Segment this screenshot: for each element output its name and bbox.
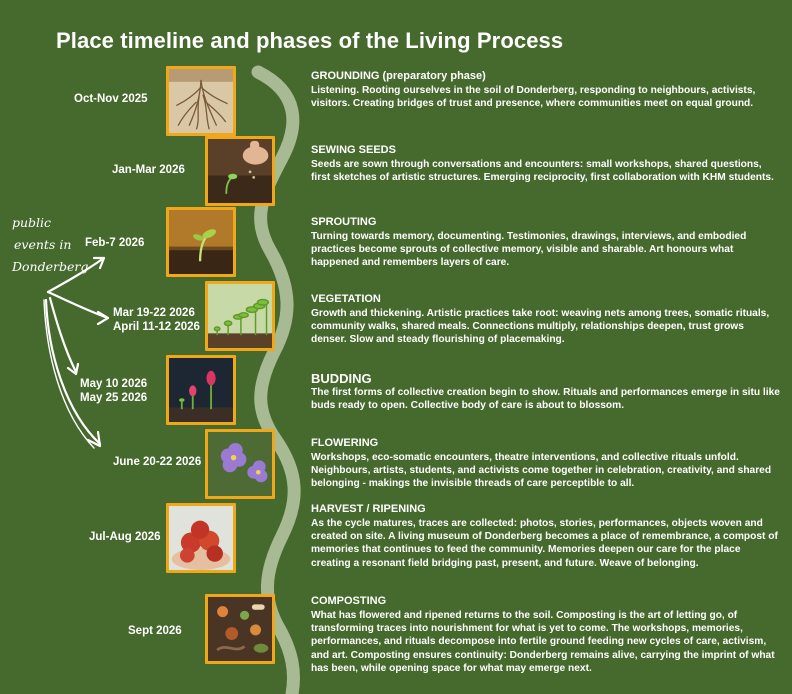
public-note-line3: Donderberg [12, 259, 89, 274]
flowers-icon [205, 429, 275, 499]
phase-title: COMPOSTING [311, 595, 387, 607]
sowing-hand-icon [205, 136, 275, 206]
sprout-icon [166, 207, 236, 277]
phase-title: GROUNDING (preparatory phase) [311, 70, 486, 82]
phase-grounding: GROUNDING (preparatory phase) Listening.… [311, 70, 781, 110]
phase-title: SEWING SEEDS [311, 144, 396, 156]
phase-description: The first forms of collective creation b… [311, 387, 780, 412]
phase-description: Listening. Rooting ourselves in the soil… [311, 85, 756, 110]
date-vegetation-line1: Mar 19-22 2026 [113, 307, 195, 319]
phase-description: Turning towards memory, documenting. Tes… [311, 231, 747, 269]
buds-icon [166, 355, 236, 425]
seedlings-row-icon [205, 281, 275, 351]
phase-title: BUDDING [311, 371, 372, 386]
phase-composting: COMPOSTING What has flowered and ripened… [311, 595, 781, 675]
phase-title: HARVEST / RIPENING [311, 503, 426, 515]
arrow-to-june [44, 298, 102, 446]
phase-vegetation: VEGETATION Growth and thickening. Artist… [311, 293, 781, 347]
phase-sewing-seeds: SEWING SEEDS Seeds are sown through conv… [311, 144, 781, 184]
phase-description: What has flowered and ripened returns to… [311, 610, 775, 674]
phase-title: VEGETATION [311, 293, 381, 305]
phase-budding: BUDDING The first forms of collective cr… [311, 372, 781, 412]
phase-title: SPROUTING [311, 216, 377, 228]
phase-description: Seeds are sown through conversations and… [311, 159, 774, 184]
roots-icon [166, 66, 236, 136]
date-vegetation: Mar 19-22 2026 April 11-12 2026 [113, 306, 200, 334]
date-budding-line1: May 10 2026 [80, 378, 148, 390]
date-flowering: June 20-22 2026 [113, 456, 202, 468]
phase-description: As the cycle matures, traces are collect… [311, 518, 778, 569]
page-title: Place timeline and phases of the Living … [56, 28, 564, 53]
date-vegetation-line2: April 11-12 2026 [113, 321, 200, 333]
public-events-note: public events in Donderberg [12, 212, 88, 278]
public-note-line1: public [12, 215, 52, 230]
date-harvest: Jul-Aug 2026 [89, 531, 161, 543]
apples-icon [166, 503, 236, 573]
public-note-line2: events in [14, 237, 72, 252]
date-budding: May 10 2026 May 25 2026 [80, 377, 147, 405]
phase-harvest: HARVEST / RIPENING As the cycle matures,… [311, 503, 781, 570]
date-sewing-seeds: Jan-Mar 2026 [112, 164, 185, 176]
date-budding-line2: May 25 2026 [80, 392, 148, 404]
compost-icon [205, 594, 275, 664]
date-sprouting: Feb-7 2026 [85, 237, 145, 249]
arrow-to-may [48, 296, 78, 374]
date-grounding: Oct-Nov 2025 [74, 93, 148, 105]
phase-sprouting: SPROUTING Turning towards memory, docume… [311, 216, 781, 270]
phase-description: Growth and thickening. Artistic practice… [311, 308, 770, 346]
phase-title: FLOWERING [311, 437, 379, 449]
phase-flowering: FLOWERING Workshops, eco-somatic encount… [311, 437, 781, 491]
date-composting: Sept 2026 [128, 625, 182, 637]
phase-description: Workshops, eco-somatic encounters, theat… [311, 452, 772, 490]
arrow-to-mar [46, 290, 110, 320]
